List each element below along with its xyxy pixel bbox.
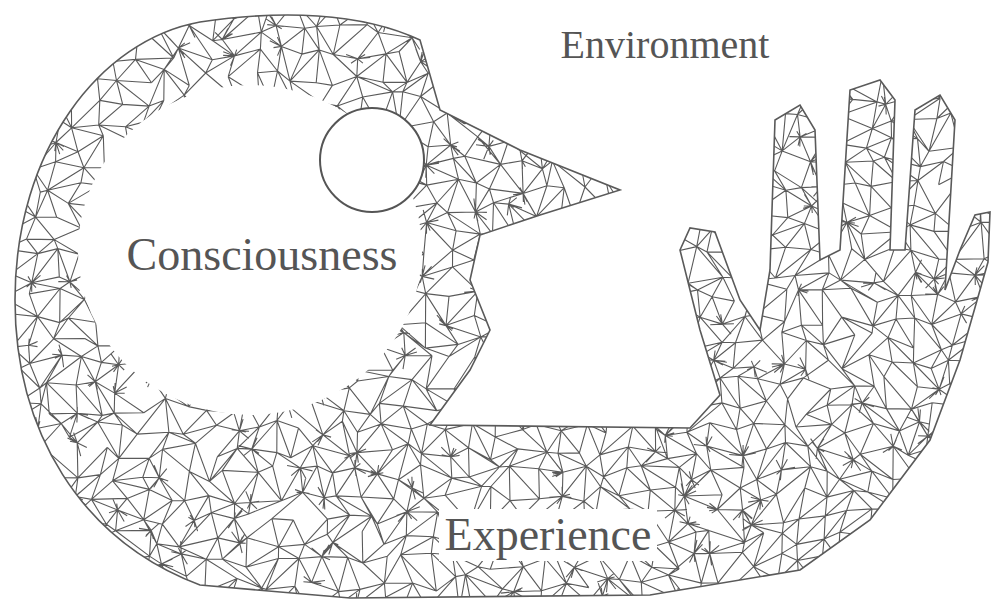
experience-label: Experience [439, 509, 658, 562]
environment-label-holder: Environment [561, 22, 770, 68]
eye-circle [320, 108, 424, 212]
consciousness-label-holder: Consciousness [123, 229, 402, 282]
consciousness-area: Consciousness [123, 229, 402, 282]
environment-label: Environment [561, 22, 770, 68]
experience-label-holder: Experience [439, 509, 658, 562]
body-outline [15, 15, 990, 598]
consciousness-label: Consciousness [127, 229, 398, 282]
